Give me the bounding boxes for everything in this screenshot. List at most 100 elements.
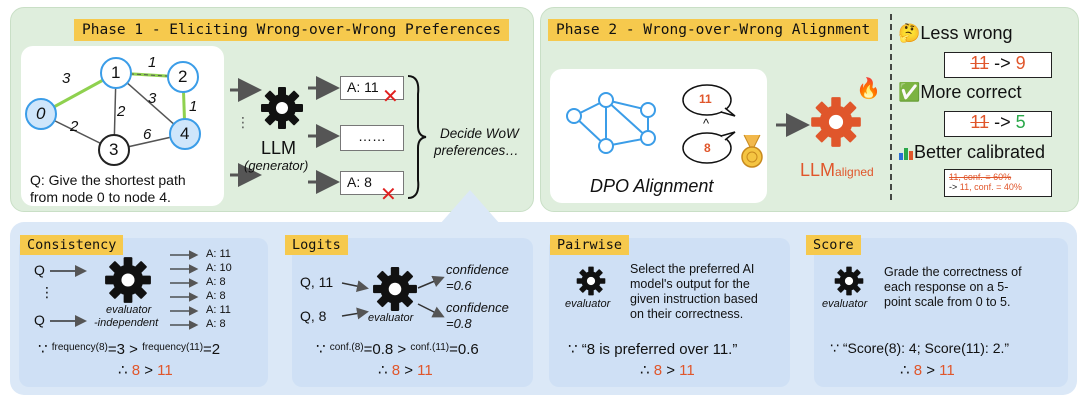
curly-brace [407, 75, 427, 199]
less-wrong-old: 11 [970, 53, 990, 73]
pairwise-because: ∵ [568, 341, 578, 358]
consistency-val11: =2 [203, 341, 221, 358]
score-evaluator: evaluator [822, 298, 868, 310]
score-card [814, 238, 1068, 387]
score-gt: > [926, 362, 935, 379]
medal-icon [741, 134, 763, 168]
logits-gt2: > [404, 362, 413, 379]
pairwise-gt: > [666, 362, 675, 379]
consistency-title: Consistency [20, 235, 124, 255]
generator-sub: (generator) [244, 158, 309, 173]
logits-win: 8 [391, 362, 401, 379]
decide-line2: preferences… [434, 143, 519, 158]
aligned-llm-label: LLMaligned [800, 160, 874, 181]
consistency-lose: 11 [157, 362, 173, 379]
consistency-independent: -independent [94, 317, 159, 329]
logits-because: ∵ [316, 341, 326, 358]
pairwise-card [549, 238, 790, 387]
pairwise-evaluator: evaluator [565, 298, 611, 310]
generator-label: LLM [261, 138, 297, 158]
calibrated-callout: 11, conf. = 60% -> 11, conf. = 40% [944, 169, 1052, 197]
bubble-mid: ^ [703, 116, 710, 131]
arrow-to-aligned [776, 113, 810, 137]
edge-weight-3-4: 6 [143, 126, 152, 143]
score-quote: “Score(8): 4; Score(11): 2.” [842, 340, 1010, 356]
alignment-label: DPO Alignment [590, 176, 714, 196]
bar-chart-icon [899, 148, 913, 160]
pairwise-therefore: ∴ [640, 362, 650, 379]
consistency-arrows-out [170, 250, 199, 330]
consistency-because: ∵ [38, 341, 48, 358]
consistency-answer-1: A: 11 [206, 248, 231, 260]
less-wrong-callout: 11 -> 9 [944, 52, 1052, 78]
pairwise-desc-2: model's output for the [630, 277, 750, 291]
consistency-freq8: frequency(8) [51, 342, 108, 353]
score-because: ∵ [830, 340, 839, 356]
edge-weight-1-4: 3 [148, 90, 157, 107]
less-wrong-new: 9 [1015, 53, 1026, 73]
pairwise-quote: “8 is preferred over 11.” [581, 341, 738, 358]
consistency-answer-6: A: 8 [206, 318, 226, 330]
consistency-gt2: > [144, 362, 153, 379]
aligned-llm-main: LLM [800, 160, 836, 180]
logits-because-row: ∵ conf.(8)=0.8 > conf.(11)=0.6 [316, 340, 479, 358]
score-title: Score [806, 235, 861, 255]
less-wrong-row: 🤔Less wrong [898, 23, 1012, 44]
generator-gear-icon [261, 87, 303, 129]
consistency-because-row: ∵ frequency(8)=3 > frequency(11)=2 [38, 340, 220, 358]
edge-weight-1-3: 2 [117, 103, 126, 120]
logits-v8: =0.8 [363, 341, 394, 358]
score-desc-1: Grade the correctness of [884, 265, 1022, 279]
aligned-gear-icon [811, 97, 861, 147]
score-result-row: ∴ 8 > 11 [900, 361, 955, 379]
edge-weight-2-4: 1 [189, 98, 198, 115]
calibrated-old: 11, conf. = 60% [949, 172, 1012, 182]
consistency-answer-3: A: 8 [206, 276, 226, 288]
more-correct-old: 11 [970, 112, 990, 132]
wrong-mark-icon-2: ✕ [380, 184, 397, 206]
pairwise-result-row: ∴ 8 > 11 [640, 361, 695, 379]
more-correct-new: 5 [1015, 112, 1026, 132]
consistency-q2: Q [34, 312, 45, 328]
logits-v11: =0.6 [449, 341, 479, 358]
more-correct-row: ✅More correct [898, 82, 1021, 103]
logits-therefore: ∴ [378, 362, 388, 379]
logits-arrows-out [417, 275, 445, 318]
more-correct-callout: 11 -> 5 [944, 111, 1052, 137]
decide-line1: Decide WoW [440, 126, 519, 141]
edge-weight-1-2: 1 [148, 54, 157, 71]
arrows-llm-to-answers [308, 76, 340, 194]
question-line2: from node 0 to node 4. [30, 189, 171, 205]
consistency-dots: ⋮ [40, 284, 54, 300]
score-desc-2: each response on a 5- [884, 280, 1009, 294]
pairwise-quote-row: ∵ “8 is preferred over 11.” [568, 340, 737, 358]
better-calibrated-label: Better calibrated [914, 142, 1046, 162]
consistency-result-row: ∴ 8 > 11 [118, 361, 173, 379]
score-quote-row: ∵ “Score(8): 4; Score(11): 2.” [830, 340, 1009, 357]
more-correct-label: More correct [920, 82, 1022, 102]
aligned-llm-sub: aligned [835, 165, 874, 179]
shortest-path-graph [25, 57, 201, 166]
logits-gt: > [397, 341, 407, 358]
consistency-answer-5: A: 11 [206, 304, 231, 316]
less-wrong-arrow: -> [994, 53, 1011, 73]
calibrated-new: 11, conf. = 40% [959, 182, 1022, 192]
connector-triangle [440, 190, 500, 224]
answer-11: A: 11 [347, 79, 379, 95]
logits-c8: conf.(8) [329, 342, 364, 353]
node-4: 4 [180, 124, 190, 143]
wrong-mark-icon: ✕ [382, 86, 399, 108]
consistency-evaluator-gear-icon [105, 257, 151, 303]
logits-c11: conf.(11) [410, 342, 450, 353]
consistency-val8: =3 [107, 341, 125, 358]
node-3: 3 [109, 140, 119, 159]
pairwise-title: Pairwise [550, 235, 630, 255]
logits-result-row: ∴ 8 > 11 [378, 361, 433, 379]
question-line1: Q: Give the shortest path [30, 172, 186, 188]
node-1: 1 [111, 63, 121, 82]
answer-8: A: 8 [347, 174, 372, 190]
score-lose: 11 [939, 362, 955, 379]
score-therefore: ∴ [900, 362, 910, 379]
consistency-therefore: ∴ [118, 362, 128, 379]
consistency-q1: Q [34, 262, 45, 278]
